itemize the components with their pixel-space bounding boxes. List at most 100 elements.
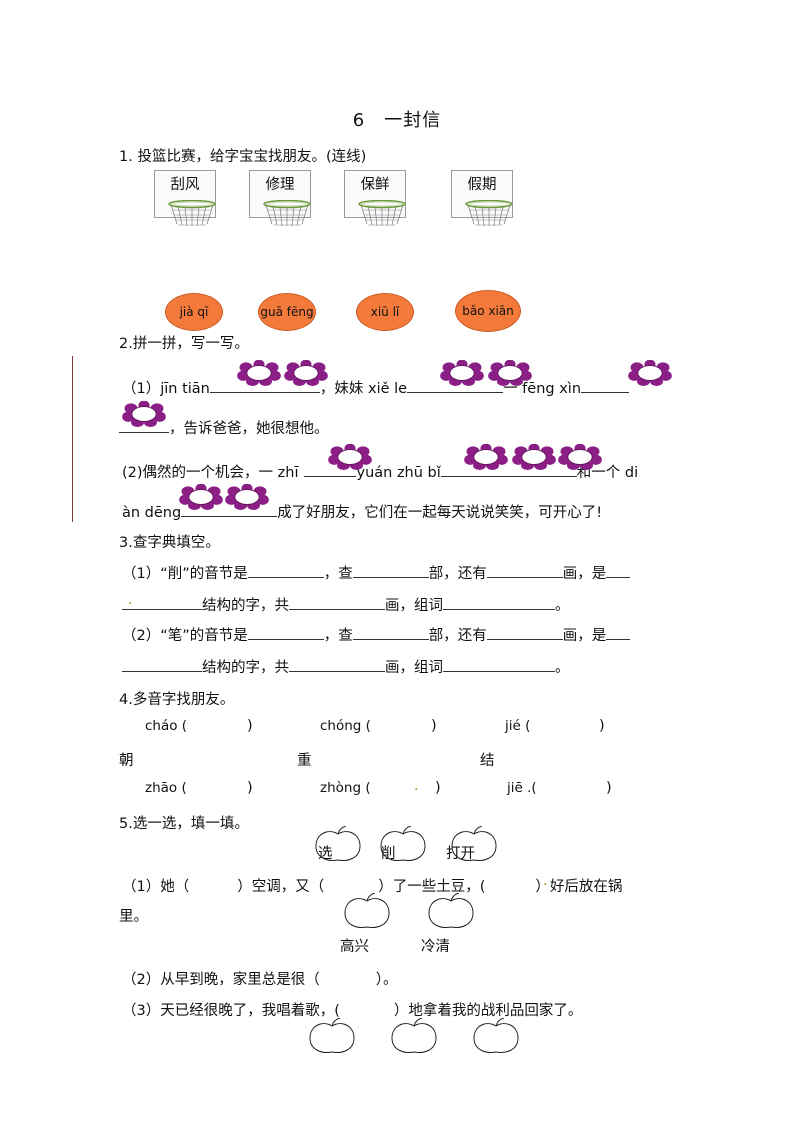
q3-text: 画，组词 <box>385 598 443 614</box>
flower-icon <box>439 360 485 386</box>
hoop-word-1: 刮风 <box>170 177 200 193</box>
answer-blank[interactable] <box>209 378 320 393</box>
flower-icon <box>557 444 603 470</box>
q2-text: （1）jīn tiān <box>122 381 210 397</box>
pinyin-1: cháo ( <box>145 718 188 734</box>
hoop-word-4: 假期 <box>467 177 497 193</box>
q2-text: 和一个 di <box>576 465 639 481</box>
q2-line-1: （1）jīn tiān ，妹妹 xiě le 一 fēng xìn <box>122 377 630 398</box>
q1-heading: 1. 投篮比赛，给字宝宝找朋友。(连线) <box>119 149 367 165</box>
q5-text: ）。 <box>375 972 398 988</box>
ball-4[interactable]: bǎo xiān <box>455 290 521 332</box>
flower-icon <box>121 401 167 427</box>
net-icon <box>358 200 406 227</box>
q2-text: 成了好朋友，它们在一起每天说说笑笑，可开心了! <box>277 505 603 521</box>
paren-close: ) <box>599 718 605 734</box>
q2-text: 一 fēng xìn <box>503 381 582 397</box>
margin-line <box>72 356 73 522</box>
hoop-word-2: 修理 <box>265 177 295 193</box>
answer-blank[interactable] <box>606 563 631 578</box>
answer-blank[interactable] <box>289 657 385 672</box>
char-2: 重 <box>297 753 312 769</box>
char-1: 朝 <box>119 753 134 769</box>
q5-line-1: （1）她（）空调，又（）了一些土豆，(）好后放在锅 <box>122 875 622 896</box>
q3-text: 结构的字，共 <box>202 660 289 676</box>
answer-blank[interactable] <box>443 657 555 672</box>
q5-text: ）了一些土豆，( <box>378 879 486 895</box>
q3-heading: 3.查字典填空。 <box>119 535 220 551</box>
q3-line-1: （1）“削”的音节是，查部，还有画，是 <box>122 562 631 583</box>
hoop-word-3: 保鲜 <box>360 177 390 193</box>
paren-close: ) <box>247 780 253 796</box>
answer-blank[interactable] <box>122 657 202 672</box>
q3-text: 画，组词 <box>385 660 443 676</box>
answer-blank[interactable] <box>440 462 577 477</box>
answer-blank[interactable] <box>181 502 278 517</box>
q2-line-3: (2)偶然的一个机会，一 zhī yuán zhū bǐ 和一个 di <box>122 461 638 482</box>
answer-blank[interactable] <box>352 625 429 640</box>
q3-text: 。 <box>555 598 570 614</box>
ball-1[interactable]: jià qī <box>165 293 223 331</box>
answer-blank[interactable] <box>247 563 324 578</box>
word-option[interactable]: 选 <box>318 846 333 862</box>
answer-blank[interactable] <box>407 378 504 393</box>
q3-line-3: （2）“笔”的音节是，查部，还有画，是 <box>122 624 631 645</box>
flower-icon <box>487 360 533 386</box>
q3-text: （2）“笔”的音节是 <box>122 628 248 644</box>
page-title: 6 一封信 <box>352 110 442 131</box>
q2-heading: 2.拼一拼，写一写。 <box>119 336 249 352</box>
paren-close: ) <box>606 780 612 796</box>
mark-dot: . <box>414 778 419 794</box>
answer-blank[interactable] <box>486 563 563 578</box>
net-icon <box>168 200 216 227</box>
answer-blank[interactable] <box>247 625 324 640</box>
ball-2[interactable]: guā fēng <box>258 293 316 331</box>
word-option[interactable]: 削 <box>381 846 396 862</box>
answer-blank[interactable] <box>486 625 563 640</box>
q2-text: yuán zhū bǐ <box>356 465 441 481</box>
q5-text: （3）天已经很晚了，我唱着歌，( <box>122 1003 340 1019</box>
char-3: 结 <box>480 753 495 769</box>
q3-text: 画，是 <box>562 566 607 582</box>
mark-dot: . <box>543 873 548 889</box>
answer-blank[interactable] <box>581 378 630 393</box>
net-icon <box>465 200 513 227</box>
word-option[interactable]: 打开 <box>446 846 475 862</box>
answer-blank[interactable] <box>122 595 202 610</box>
q2-text: àn dēng <box>122 505 182 521</box>
pinyin-2: chóng ( <box>320 718 371 734</box>
q2-text: ，妹妹 xiě le <box>319 381 408 397</box>
answer-blank[interactable] <box>606 625 631 640</box>
q2-text: (2)偶然的一个机会，一 zhī <box>122 465 299 481</box>
q3-line-2: 结构的字，共 画，组词 。 <box>122 594 570 615</box>
answer-blank[interactable] <box>443 595 555 610</box>
apple-icon <box>428 893 474 928</box>
answer-blank[interactable] <box>352 563 429 578</box>
pinyin-4: zhāo ( <box>145 780 187 796</box>
flower-icon <box>627 360 673 386</box>
q5-text: （2）从早到晚，家里总是很（ <box>122 972 320 988</box>
ball-3[interactable]: xiū lǐ <box>356 293 414 331</box>
paren-close: ) <box>247 718 253 734</box>
answer-blank[interactable] <box>119 418 169 433</box>
q2-line-4: àn dēng 成了好朋友，它们在一起每天说说笑笑，可开心了! <box>122 501 602 522</box>
mark-dot: . <box>128 592 133 608</box>
q4-heading: 4.多音字找朋友。 <box>119 692 235 708</box>
q3-text: 部，还有 <box>428 566 487 582</box>
answer-blank[interactable] <box>289 595 385 610</box>
pinyin-6: jiē .( <box>507 780 537 796</box>
q3-text: ，查 <box>323 628 353 644</box>
q3-text: 结构的字，共 <box>202 598 289 614</box>
word-option[interactable]: 高兴 <box>340 939 369 955</box>
flower-icon <box>236 360 282 386</box>
answer-blank[interactable] <box>304 462 357 477</box>
apple-icon <box>344 893 390 928</box>
q3-text: 画，是 <box>562 628 607 644</box>
pinyin-5: zhòng ( <box>320 780 371 796</box>
apple-icon <box>391 1018 437 1053</box>
apple-icon <box>309 1018 355 1053</box>
word-option[interactable]: 冷清 <box>421 939 450 955</box>
q3-line-4: 结构的字，共画，组词。 <box>122 656 570 677</box>
q5-text: （1）她（ <box>122 879 190 895</box>
flower-icon <box>224 484 270 510</box>
